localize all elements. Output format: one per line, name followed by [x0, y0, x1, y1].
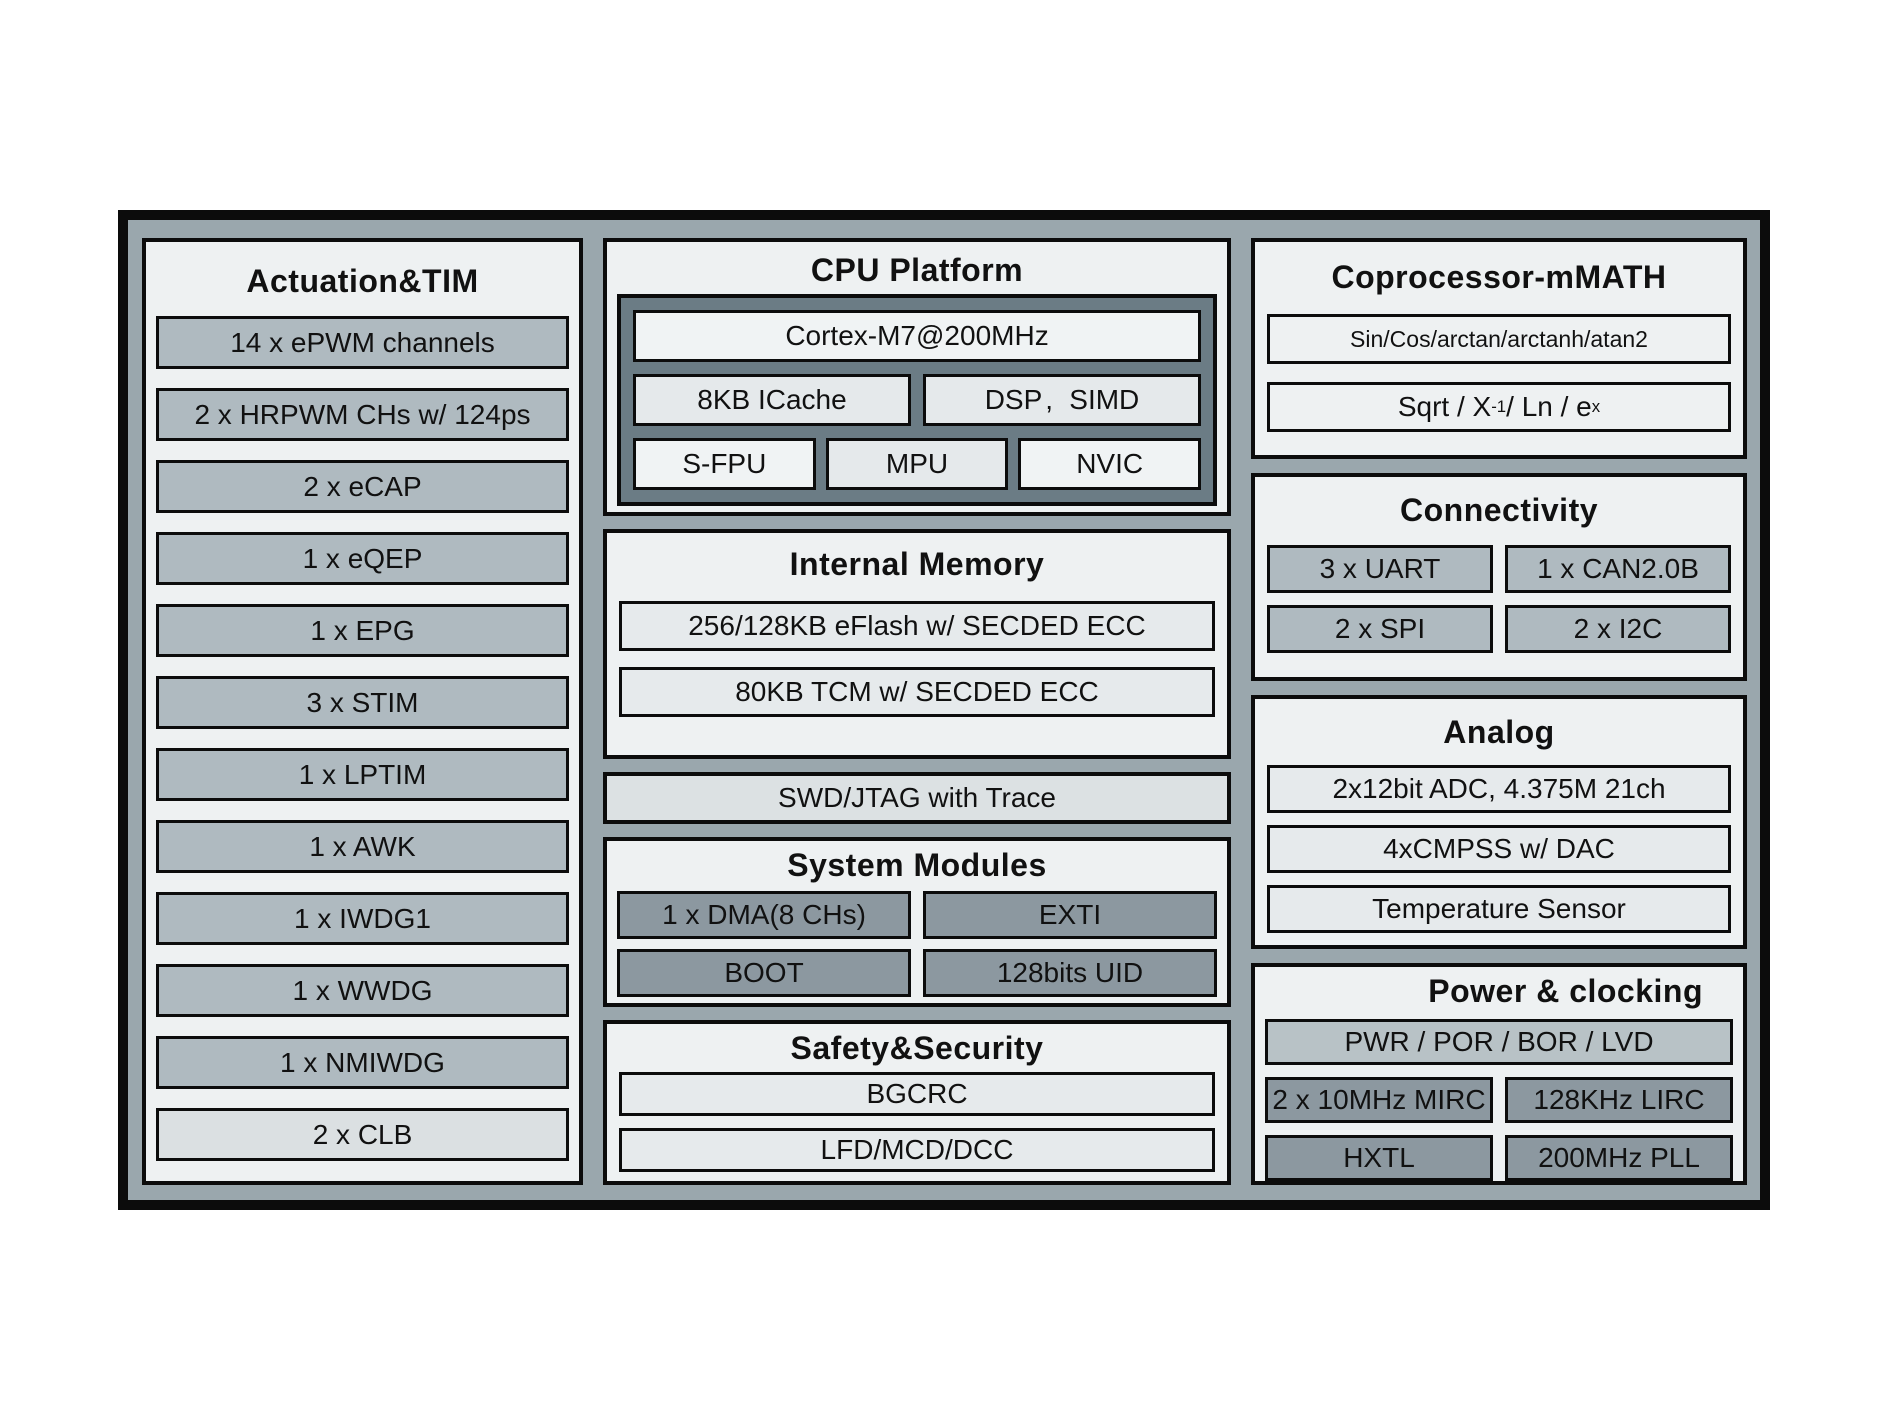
analog-rows: 2x12bit ADC, 4.375M 21ch 4xCMPSS w/ DAC …: [1255, 755, 1743, 934]
block-lfd-mcd-dcc: LFD/MCD/DCC: [619, 1128, 1215, 1172]
block-trig-functions: Sin/Cos/arctan/arctanh/atan2: [1267, 314, 1731, 364]
chip-diagram-frame: Actuation&TIM 14 x ePWM channels 2 x HRP…: [118, 210, 1770, 1210]
cpu-core-row: Cortex-M7@200MHz: [633, 310, 1201, 362]
actuation-title: Actuation&TIM: [246, 262, 479, 299]
internal-memory-title: Internal Memory: [789, 545, 1045, 582]
block-lirc: 128KHz LIRC: [1505, 1077, 1733, 1123]
panel-system-modules: System Modules 1 x DMA(8 CHs) EXTI BOOT …: [603, 837, 1231, 1007]
block-stim: 3 x STIM: [156, 676, 569, 729]
column-peripherals: Coprocessor-mMATH Sin/Cos/arctan/arctanh…: [1251, 238, 1747, 1185]
actuation-rows: 14 x ePWM channels 2 x HRPWM CHs w/ 124p…: [146, 316, 579, 1161]
simd-label: SIMD: [1069, 384, 1140, 415]
sqrt-pre: Sqrt / X: [1397, 391, 1492, 422]
block-nvic: NVIC: [1018, 438, 1201, 490]
block-spi: 2 x SPI: [1267, 605, 1493, 654]
power-body: PWR / POR / BOR / LVD 2 x 10MHz MIRC 128…: [1255, 1013, 1743, 1181]
cpu-core-container: Cortex-M7@200MHz 8KB ICache DSP, SIMD S-F…: [617, 294, 1217, 506]
block-wwdg: 1 x WWDG: [156, 964, 569, 1017]
block-icache: 8KB ICache: [633, 374, 911, 426]
block-sfpu: S-FPU: [633, 438, 816, 490]
column-cpu: CPU Platform Cortex-M7@200MHz 8KB ICache…: [603, 238, 1231, 1185]
panel-analog: Analog 2x12bit ADC, 4.375M 21ch 4xCMPSS …: [1251, 695, 1747, 949]
ideographic-comma: ,: [1045, 384, 1054, 415]
block-ecap: 2 x eCAP: [156, 460, 569, 513]
block-boot: BOOT: [617, 949, 911, 997]
block-awk: 1 x AWK: [156, 820, 569, 873]
panel-actuation-tim: Actuation&TIM 14 x ePWM channels 2 x HRP…: [142, 238, 583, 1185]
panel-cpu-platform: CPU Platform Cortex-M7@200MHz 8KB ICache…: [603, 238, 1231, 516]
block-nmiwdg: 1 x NMIWDG: [156, 1036, 569, 1089]
column-actuation: Actuation&TIM 14 x ePWM channels 2 x HRP…: [142, 238, 583, 1185]
block-epg: 1 x EPG: [156, 604, 569, 657]
panel-safety-security: Safety&Security BGCRC LFD/MCD/DCC: [603, 1020, 1231, 1185]
block-hrpwm: 2 x HRPWM CHs w/ 124ps: [156, 388, 569, 441]
block-mirc: 2 x 10MHz MIRC: [1265, 1077, 1493, 1123]
cpu-platform-title: CPU Platform: [810, 251, 1024, 288]
block-pwr-por-bor-lvd: PWR / POR / BOR / LVD: [1265, 1019, 1733, 1065]
coprocessor-title: Coprocessor-mMATH: [1331, 258, 1667, 295]
analog-title: Analog: [1443, 713, 1555, 750]
block-tcm: 80KB TCM w/ SECDED ECC: [619, 667, 1215, 717]
connectivity-grid: 3 x UART 1 x CAN2.0B 2 x SPI 2 x I2C: [1255, 533, 1743, 654]
connectivity-title: Connectivity: [1399, 491, 1599, 528]
power-clock-grid: 2 x 10MHz MIRC 128KHz LIRC HXTL 200MHz P…: [1265, 1077, 1733, 1181]
dsp-label: DSP: [984, 384, 1043, 415]
block-uid: 128bits UID: [923, 949, 1217, 997]
memory-rows: 256/128KB eFlash w/ SECDED ECC 80KB TCM …: [607, 587, 1227, 717]
block-exti: EXTI: [923, 891, 1217, 939]
block-temp-sensor: Temperature Sensor: [1267, 885, 1731, 934]
panel-internal-memory: Internal Memory 256/128KB eFlash w/ SECD…: [603, 529, 1231, 759]
block-adc: 2x12bit ADC, 4.375M 21ch: [1267, 765, 1731, 814]
block-eqep: 1 x eQEP: [156, 532, 569, 585]
block-hxtl: HXTL: [1265, 1135, 1493, 1181]
power-clocking-title: Power & clocking: [1428, 972, 1703, 1009]
block-pll: 200MHz PLL: [1505, 1135, 1733, 1181]
safety-security-title: Safety&Security: [790, 1029, 1044, 1066]
block-cortex-m7: Cortex-M7@200MHz: [633, 310, 1201, 362]
block-dsp-simd: DSP, SIMD: [923, 374, 1201, 426]
block-epwm: 14 x ePWM channels: [156, 316, 569, 369]
system-modules-title: System Modules: [787, 846, 1047, 883]
block-iwdg1: 1 x IWDG1: [156, 892, 569, 945]
panel-connectivity: Connectivity 3 x UART 1 x CAN2.0B 2 x SP…: [1251, 473, 1747, 682]
block-lptim: 1 x LPTIM: [156, 748, 569, 801]
block-uart: 3 x UART: [1267, 545, 1493, 594]
coprocessor-rows: Sin/Cos/arctan/arctanh/atan2 Sqrt / X-1 …: [1255, 300, 1743, 432]
block-mpu: MPU: [825, 438, 1009, 490]
cpu-cache-row: 8KB ICache DSP, SIMD: [633, 374, 1201, 426]
safety-rows: BGCRC LFD/MCD/DCC: [607, 1070, 1227, 1172]
panel-power-clocking: Power & clocking PWR / POR / BOR / LVD 2…: [1251, 963, 1747, 1185]
block-i2c: 2 x I2C: [1505, 605, 1731, 654]
cpu-units-row: S-FPU MPU NVIC: [633, 438, 1201, 490]
panel-coprocessor-mmath: Coprocessor-mMATH Sin/Cos/arctan/arctanh…: [1251, 238, 1747, 460]
system-modules-grid: 1 x DMA(8 CHs) EXTI BOOT 128bits UID: [607, 887, 1227, 997]
block-bgcrc: BGCRC: [619, 1072, 1215, 1116]
block-clb: 2 x CLB: [156, 1108, 569, 1161]
block-cmpss: 4xCMPSS w/ DAC: [1267, 825, 1731, 874]
swd-jtag-bar: SWD/JTAG with Trace: [603, 772, 1231, 824]
block-dma: 1 x DMA(8 CHs): [617, 891, 911, 939]
block-eflash: 256/128KB eFlash w/ SECDED ECC: [619, 601, 1215, 651]
sqrt-mid: / Ln / e: [1506, 391, 1592, 422]
block-can: 1 x CAN2.0B: [1505, 545, 1731, 594]
